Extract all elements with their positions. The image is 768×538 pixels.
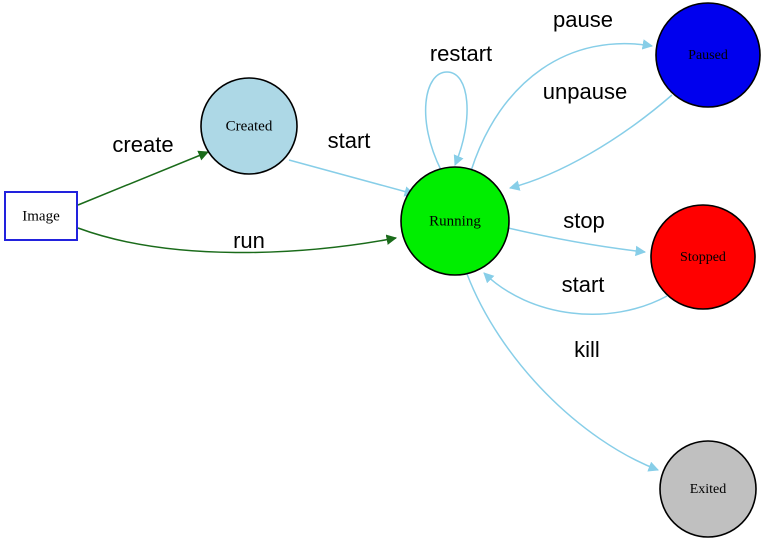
edge-restart-path [424,71,468,171]
node-exited[interactable]: Exited [659,440,757,538]
edge-kill[interactable]: kill [466,273,659,472]
edge-create[interactable]: create [77,132,209,206]
edge-label-start-created: start [328,128,371,153]
edge-label-create: create [112,132,173,157]
node-image-shape [4,191,78,241]
edge-label-pause: pause [553,7,613,32]
edge-unpause-path [508,94,673,191]
edge-unpause[interactable]: unpause [508,79,673,191]
edge-create-path [77,150,209,206]
edge-stop[interactable]: stop [507,208,647,257]
edge-restart[interactable]: restart [424,41,493,171]
edge-kill-path [466,273,659,472]
edge-label-unpause: unpause [543,79,627,104]
edge-run[interactable]: run [77,227,398,254]
edge-label-start-stopped: start [562,272,605,297]
node-image[interactable]: Image [4,191,78,241]
node-created[interactable]: Created [200,77,298,175]
node-paused[interactable]: Paused [655,2,761,108]
edge-label-restart: restart [430,41,492,66]
edge-start-stopped-running[interactable]: start [483,272,668,316]
edge-label-kill: kill [574,337,600,362]
edge-stop-path [507,227,647,257]
node-running-shape [400,166,510,276]
edge-start1-path [288,159,416,197]
edge-run-path [77,227,398,254]
edge-label-run: run [233,228,265,253]
edge-pause[interactable]: pause [470,7,654,172]
node-exited-shape [659,440,757,538]
edge-pause-path [470,39,654,172]
edge-label-stop: stop [563,208,605,233]
node-stopped-shape [650,204,756,310]
node-stopped[interactable]: Stopped [650,204,756,310]
node-running[interactable]: Running [400,166,510,276]
edge-start-created-running[interactable]: start [288,128,416,197]
node-created-shape [200,77,298,175]
node-paused-shape [655,2,761,108]
edge-start2-path [483,272,668,316]
